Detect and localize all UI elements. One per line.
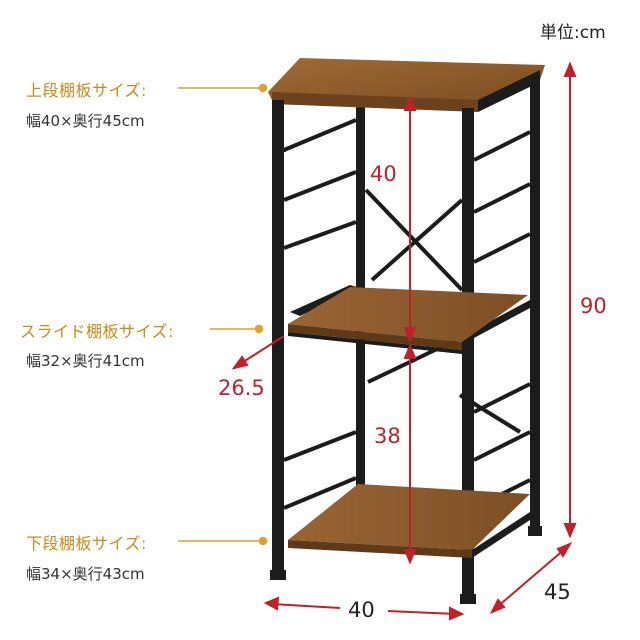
leader-lines (178, 83, 268, 546)
upper-shelf-size-value: 幅40×奥行45cm (26, 112, 145, 130)
back-right-post (530, 80, 540, 530)
red-dimension-arrows (231, 61, 577, 565)
front-right-post (462, 108, 474, 598)
slide-shelf-board (288, 287, 528, 342)
lower-shelf-size-title: 下段棚板サイズ: (26, 534, 147, 553)
top-shelf-edge (272, 92, 478, 112)
slide-shelf-edge (288, 324, 462, 350)
lower-gap-dimension: 38 (374, 424, 401, 448)
top-shelf-side-rail (478, 70, 540, 112)
front-left-foot (270, 570, 286, 580)
front-left-post (272, 100, 284, 572)
slide-right-rail (474, 300, 530, 338)
lower-shelf-edge (288, 540, 472, 558)
upper-gap-dimension: 40 (370, 162, 397, 186)
upper-shelf-size-title: 上段棚板サイズ: (26, 81, 147, 100)
total-height-dimension: 90 (580, 294, 607, 318)
slide-shelf-size-title: スライド棚板サイズ: (20, 322, 174, 341)
unit-label: 単位:cm (540, 23, 606, 43)
lower-shelf-size-value: 幅34×奥行43cm (26, 565, 145, 583)
slide-shelf-size-value: 幅32×奥行41cm (26, 352, 145, 370)
slide-extension-dimension: 26.5 (218, 376, 265, 400)
depth-dimension: 45 (544, 580, 571, 604)
front-right-foot (460, 594, 476, 604)
back-right-foot (528, 526, 542, 536)
left-side-rungs (282, 118, 357, 510)
width-dimension: 40 (348, 598, 375, 622)
black-dimension-arrows (263, 541, 573, 621)
